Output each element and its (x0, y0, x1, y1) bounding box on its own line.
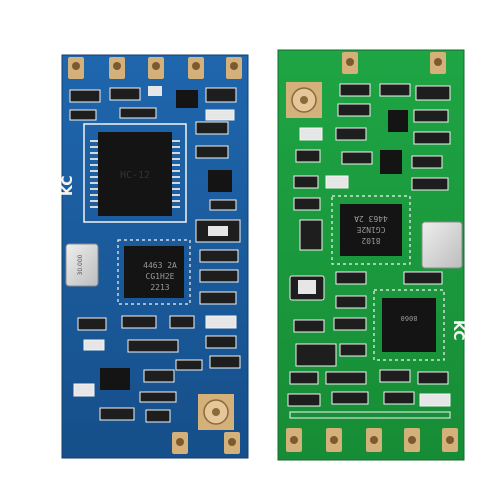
green-rf-ic-1: 8102 CG1N2E 4463 2A (331, 195, 411, 265)
blue-top-components (69, 86, 237, 135)
blue-rf-ic-line1: 4463 2A (143, 261, 177, 270)
blue-right-components (195, 145, 241, 369)
green-crystal (421, 221, 463, 269)
green-module: 8102 CG1N2E 4463 2A 8060 KC (277, 49, 466, 461)
green-top-pads (342, 52, 446, 74)
green-bottom-pads (286, 428, 458, 452)
blue-rf-ic-line2: CG1H2E (146, 272, 175, 281)
green-rf-ic-2: 8060 (373, 289, 445, 361)
green-top-components (293, 83, 451, 251)
blue-main-ic-marking: HC-12 (120, 170, 150, 181)
blue-cert-mark: KC (60, 176, 76, 197)
green-ic1-line3: 4463 2A (354, 214, 388, 223)
blue-antenna-connector (198, 394, 234, 430)
green-ic2-marking: 8060 (401, 314, 418, 322)
blue-rf-ic: 4463 2A CG1H2E 2213 (117, 239, 191, 305)
green-bottom-components (287, 369, 451, 419)
blue-main-ic: HC-12 (90, 132, 180, 216)
blue-lower-components (73, 315, 203, 423)
green-middle-components (289, 271, 443, 367)
blue-crystal: 30.000 (65, 243, 99, 287)
green-antenna-connector (286, 82, 322, 118)
blue-top-pads (68, 57, 242, 79)
blue-rf-ic-line3: 2213 (150, 283, 169, 292)
blue-module: HC-12 KC (60, 54, 249, 459)
green-ic1-line2: CG1N2E (356, 225, 385, 234)
blue-bottom-pads (172, 432, 240, 454)
blue-crystal-marking: 30.000 (77, 254, 84, 275)
green-ic1-line1: 8102 (361, 236, 380, 245)
green-cert-mark: KC (450, 320, 466, 341)
